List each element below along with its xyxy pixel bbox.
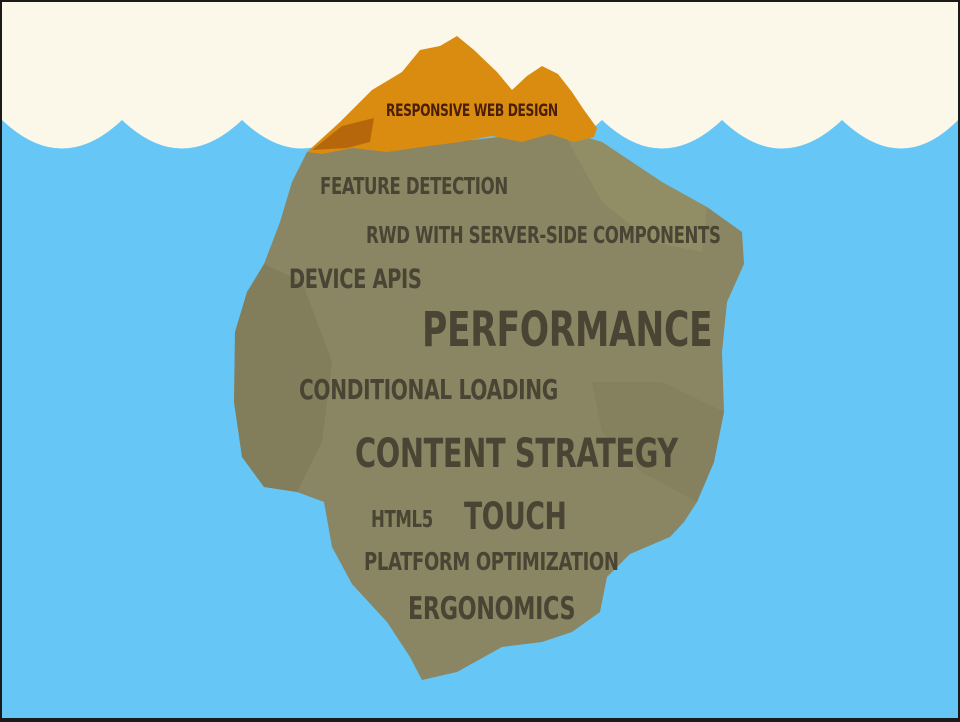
label-responsive-web-design: RESPONSIVE WEB DESIGN [386,101,558,121]
label-platform-optimization: PLATFORM OPTIMIZATION [364,547,619,576]
iceberg-tip [307,36,597,154]
iceberg-underwater [234,130,744,680]
iceberg-shade-left [234,264,332,492]
label-conditional-loading: CONDITIONAL LOADING [299,373,558,406]
label-content-strategy: CONTENT STRATEGY [355,431,678,477]
label-touch: TOUCH [464,495,567,538]
label-html5: HTML5 [371,507,433,533]
label-performance: PERFORMANCE [422,302,713,358]
label-feature-detection: FEATURE DETECTION [320,174,508,200]
label-device-apis: DEVICE APIS [289,264,422,295]
iceberg-shade-mid [592,382,724,502]
iceberg-highlight [562,130,707,252]
iceberg-tip-shadow [312,118,374,150]
label-rwd-server-side: RWD WITH SERVER-SIDE COMPONENTS [366,223,721,249]
label-ergonomics: ERGONOMICS [408,591,576,627]
